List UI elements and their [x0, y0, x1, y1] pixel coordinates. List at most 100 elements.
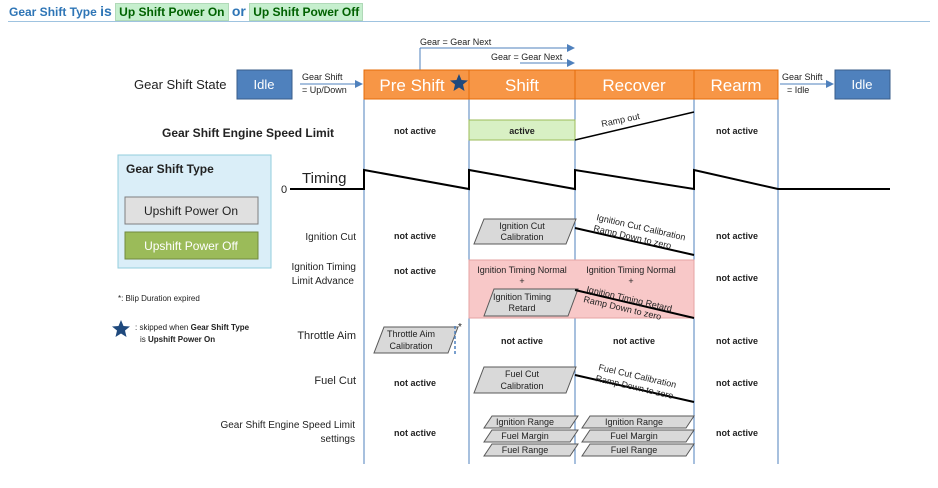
timing-limit-rearm: not active — [716, 273, 758, 283]
speed-limit-shift: active — [509, 126, 535, 136]
transition-right-line1: Gear Shift — [782, 72, 823, 82]
ignition-cut-label: Ignition Cut — [305, 232, 356, 243]
header-divider — [8, 21, 930, 22]
transition-left-line1: Gear Shift — [302, 72, 343, 82]
page-header: Gear Shift Type is Up Shift Power On or … — [9, 3, 364, 21]
fuel-cut-preshift: not active — [394, 378, 436, 388]
timing-label: Timing — [302, 170, 346, 187]
legend-panel: Gear Shift Type Upshift Power On Upshift… — [117, 154, 272, 269]
legend-button-power-on — [124, 196, 259, 225]
header-or: or — [231, 3, 246, 19]
header-option-power-off: Up Shift Power Off — [249, 3, 364, 21]
note-star-icon — [112, 320, 130, 337]
settings-recover-ignition-range — [581, 415, 695, 429]
note-star-line2: is Upshift Power On — [140, 335, 215, 344]
settings-recover-fuel-range — [581, 443, 695, 457]
speed-limit-preshift: not active — [394, 126, 436, 136]
speed-limit-active-box — [468, 119, 576, 141]
speed-limit-rearm: not active — [716, 126, 758, 136]
timing-waveform — [290, 168, 890, 191]
fuel-cut-ramp-line — [574, 374, 695, 403]
state-label-recover: Recover — [602, 76, 666, 95]
settings-shift-fuel-range — [483, 443, 579, 457]
fuel-cut-shift-line1: Fuel Cut — [505, 369, 540, 379]
note-blip: *: Blip Duration expired — [118, 294, 200, 303]
settings-rearm: not active — [716, 428, 758, 438]
settings-recover-label2: Fuel Margin — [610, 431, 658, 441]
state-label-shift: Shift — [505, 76, 539, 95]
idle-state-left — [236, 69, 293, 100]
idle-state-left-label: Idle — [254, 77, 275, 92]
timing-limit-preshift: not active — [394, 266, 436, 276]
timing-limit-recover-text1: Ignition Timing Normal — [586, 265, 676, 275]
ignition-cut-preshift: not active — [394, 231, 436, 241]
note-star-bold2: Upshift Power On — [148, 335, 215, 344]
transition-left-line2: = Up/Down — [302, 85, 347, 95]
transition-right-line2: = Idle — [787, 85, 809, 95]
idle-state-right-label: Idle — [852, 77, 873, 92]
settings-shift-label2: Fuel Margin — [501, 431, 549, 441]
header-option-power-on: Up Shift Power On — [115, 3, 229, 21]
throttle-aim-calibration-box — [373, 326, 459, 354]
throttle-aim-preshift-line2: Calibration — [389, 341, 432, 351]
idle-state-right — [834, 69, 891, 100]
timing-limit-shift-box1: Ignition Timing — [493, 292, 551, 302]
gear-next-inner-label: Gear = Gear Next — [491, 52, 563, 62]
throttle-aim-rearm: not active — [716, 336, 758, 346]
note-star-line1: : skipped when Gear Shift Type — [135, 323, 250, 332]
timing-zero: 0 — [281, 184, 287, 196]
legend-button-power-on-label: Upshift Power On — [144, 204, 238, 218]
settings-shift-stack: Ignition Range Fuel Margin Fuel Range — [483, 415, 579, 457]
throttle-aim-recover: not active — [613, 336, 655, 346]
fuel-cut-calibration-box — [473, 366, 577, 394]
note-star-bold1: Gear Shift Type — [191, 323, 250, 332]
timing-limit-ramp-line — [574, 289, 695, 319]
settings-label-line1: Gear Shift Engine Speed Limit — [220, 420, 355, 431]
header-is: is — [100, 3, 112, 19]
state-box-shift — [468, 69, 576, 100]
settings-recover-label1: Ignition Range — [605, 417, 663, 427]
timing-limit-label-line2: Limit Advance — [292, 276, 355, 287]
gear-next-outer-label: Gear = Gear Next — [420, 37, 492, 47]
state-label-rearm: Rearm — [710, 76, 761, 95]
settings-shift-fuel-margin — [483, 429, 579, 443]
timing-limit-recover-text2: + — [628, 276, 633, 286]
ignition-cut-rearm: not active — [716, 231, 758, 241]
legend-button-power-off — [124, 231, 259, 260]
settings-shift-label1: Ignition Range — [496, 417, 554, 427]
settings-recover-stack: Ignition Range Fuel Margin Fuel Range — [581, 415, 695, 457]
timing-limit-retard-box — [483, 288, 579, 317]
gear-shift-state-label: Gear Shift State — [134, 77, 227, 92]
speed-limit-ramp-line — [574, 111, 695, 141]
settings-preshift: not active — [394, 428, 436, 438]
throttle-aim-preshift-line1: Throttle Aim — [387, 329, 435, 339]
timing-limit-label-line1: Ignition Timing — [292, 262, 356, 273]
star-icon — [450, 74, 468, 91]
throttle-aim-label: Throttle Aim — [297, 330, 356, 342]
note-star-mid: is — [140, 335, 148, 344]
speed-limit-label: Gear Shift Engine Speed Limit — [162, 126, 334, 140]
settings-recover-fuel-margin — [581, 429, 695, 443]
ignition-cut-ramp-line — [574, 227, 695, 256]
state-boxes: Pre Shift Shift Recover Rearm — [363, 69, 779, 100]
throttle-aim-star: * — [458, 322, 462, 333]
gear-next-arrows: Gear = Gear Next Gear = Gear Next — [419, 37, 575, 70]
header-prefix: Gear Shift Type — [9, 5, 97, 19]
note-star-prefix: : skipped when — [135, 323, 191, 332]
fuel-cut-rearm: not active — [716, 378, 758, 388]
throttle-aim-shift: not active — [501, 336, 543, 346]
state-box-recover — [574, 69, 695, 100]
ignition-cut-shift-line2: Calibration — [500, 232, 543, 242]
settings-label-line2: settings — [321, 434, 355, 445]
timing-limit-shift-text2: + — [519, 276, 524, 286]
ignition-cut-shift-line1: Ignition Cut — [499, 221, 545, 231]
legend-title: Gear Shift Type — [126, 162, 214, 176]
fuel-cut-label: Fuel Cut — [314, 375, 356, 387]
state-box-rearm — [693, 69, 779, 100]
state-box-preshift — [363, 69, 470, 100]
timing-limit-shift-box2: Retard — [508, 303, 535, 313]
settings-shift-ignition-range — [483, 415, 579, 429]
legend-button-power-off-label: Upshift Power Off — [144, 239, 238, 253]
timing-limit-shift-text1: Ignition Timing Normal — [477, 265, 567, 275]
